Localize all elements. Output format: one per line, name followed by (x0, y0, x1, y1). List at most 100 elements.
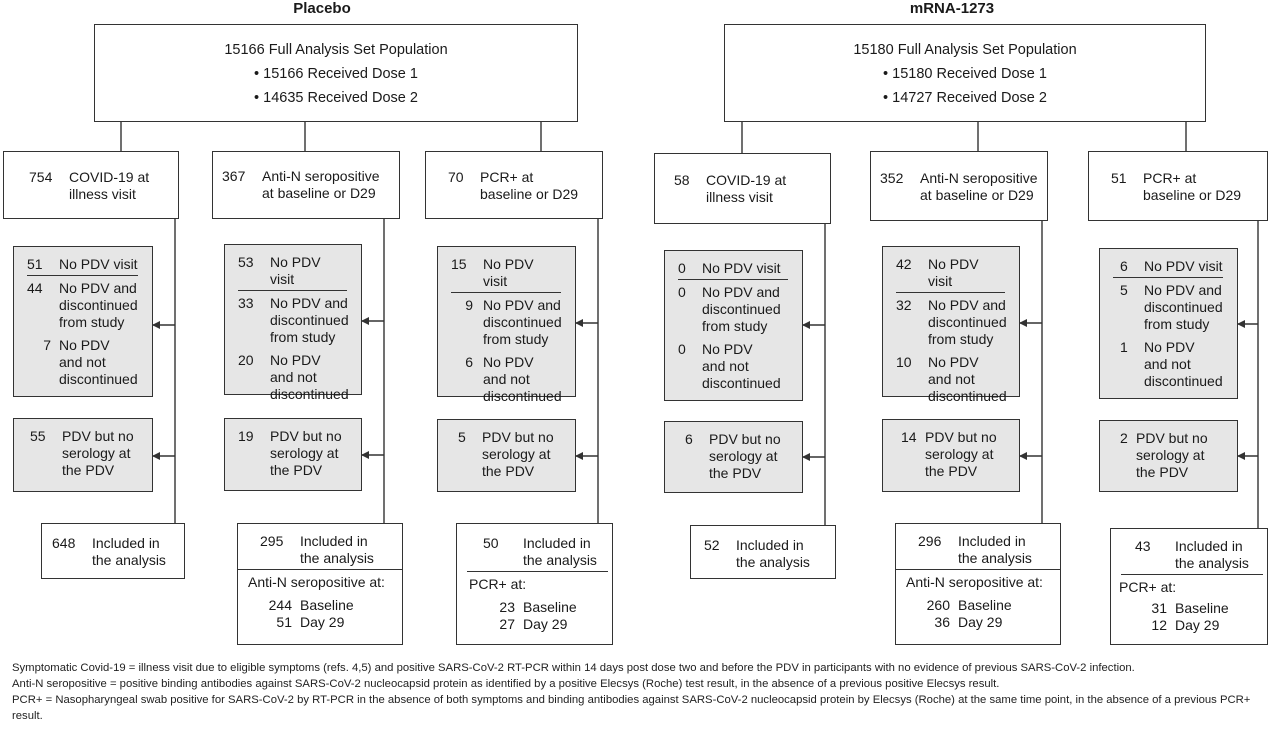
label: No PDV visit (483, 256, 534, 289)
placebo-pcr-no-serology-box: 5 PDV but no serology at the PDV (437, 419, 576, 492)
count: 754 (29, 169, 53, 185)
count: 260 (926, 597, 950, 613)
label: No PDV and discontinued from study (1144, 282, 1223, 332)
label: Baseline (1175, 600, 1229, 616)
label: No PDV and discontinued from study (702, 284, 781, 334)
label: PDV but no serology at the PDV (709, 431, 781, 481)
count: 12 (1151, 617, 1167, 633)
count: 9 (465, 297, 473, 313)
label: No PDV visit (59, 256, 138, 272)
label: Day 29 (958, 614, 1003, 630)
count: 14 (901, 429, 917, 445)
count: 27 (499, 616, 515, 632)
breakdown-title: PCR+ at: (469, 576, 527, 592)
count: 36 (934, 614, 950, 630)
label: No PDV and discontinued from study (483, 297, 562, 347)
count: 0 (678, 341, 686, 357)
label: No PDV and not discontinued (483, 354, 562, 404)
count: 367 (222, 168, 246, 184)
label: Included in the analysis (523, 535, 597, 568)
count: 43 (1135, 538, 1151, 554)
count: 6 (1120, 258, 1128, 274)
footnote-symptomatic-covid: Symptomatic Covid-19 = illness visit due… (12, 662, 1135, 674)
count: 0 (678, 260, 686, 276)
count: 10 (896, 354, 912, 370)
count: 6 (465, 354, 473, 370)
dose2-count: • 14727 Received Dose 2 (883, 90, 1047, 106)
count: 1 (1120, 339, 1128, 355)
label: Baseline (300, 597, 354, 613)
count: 352 (880, 170, 904, 186)
label: No PDV visit (1144, 258, 1223, 274)
mrna-pcr-no-serology-box: 2 PDV but no serology at the PDV (1099, 420, 1238, 492)
label: No PDV visit (928, 256, 979, 289)
connector-lines (120, 122, 1259, 528)
mrna-antin-header-box: 352 Anti-N seropositive at baseline or D2… (870, 151, 1048, 221)
count: 51 (1111, 170, 1127, 186)
count: 19 (238, 428, 254, 444)
label: No PDV and discontinued from study (59, 280, 138, 330)
mrna-population-box: 15180 Full Analysis Set Population • 151… (724, 24, 1206, 122)
label: Included in the analysis (736, 537, 810, 570)
placebo-antin-header-box: 367 Anti-N seropositive at baseline or D2… (212, 151, 400, 219)
label: No PDV and not discontinued (928, 354, 1007, 404)
placebo-population-box: 15166 Full Analysis Set Population • 151… (94, 24, 578, 122)
arm-title-placebo: Placebo (293, 0, 351, 17)
count: 51 (27, 256, 43, 272)
breakdown-title: PCR+ at: (1119, 579, 1177, 595)
breakdown-title: Anti-N seropositive at: (906, 574, 1043, 590)
count: 6 (685, 431, 693, 447)
count: 55 (30, 428, 46, 444)
count: 15 (451, 256, 467, 272)
population-count: 15180 Full Analysis Set Population (853, 42, 1077, 58)
count: 244 (268, 597, 292, 613)
footnotes: Symptomatic Covid-19 = illness visit due… (12, 660, 1272, 724)
label: Day 29 (1175, 617, 1220, 633)
label: Anti-N seropositive at baseline or D29 (920, 170, 1038, 203)
label: Anti-N seropositive at baseline or D29 (262, 168, 380, 201)
label: Baseline (523, 599, 577, 615)
count: 2 (1120, 430, 1128, 446)
count: 296 (918, 533, 942, 549)
mrna-covid-no-serology-box: 6 PDV but no serology at the PDV (664, 421, 803, 493)
count: 31 (1151, 600, 1167, 616)
label: PDV but no serology at the PDV (1136, 430, 1208, 480)
count: 33 (238, 295, 254, 311)
count: 5 (458, 429, 466, 445)
label: No PDV and not discontinued (270, 352, 349, 402)
label: PDV but no serology at the PDV (482, 429, 554, 479)
label: No PDV and not discontinued (702, 341, 781, 391)
count: 42 (896, 256, 912, 272)
placebo-pcr-excluded-box: 15 No PDV visit 9 No PDV and discontinued … (437, 246, 576, 404)
count: 70 (448, 169, 464, 185)
dose1-count: • 15180 Received Dose 1 (883, 66, 1047, 82)
count: 51 (276, 614, 292, 630)
label: No PDV visit (270, 254, 321, 287)
label: Included in the analysis (300, 533, 374, 566)
label: Baseline (958, 597, 1012, 613)
count: 648 (52, 535, 76, 551)
arm-title-mrna-1273: mRNA-1273 (909, 0, 995, 17)
label: No PDV and discontinued from study (270, 295, 349, 345)
count: 32 (896, 297, 912, 313)
count: 44 (27, 280, 43, 296)
count: 20 (238, 352, 254, 368)
label: PCR+ at baseline or D29 (480, 169, 579, 202)
placebo-covid-excluded-box: 51 No PDV visit 44 No PDV and discontinued… (13, 246, 153, 397)
dose2-count: • 14635 Received Dose 2 (254, 90, 418, 106)
count: 58 (674, 172, 690, 188)
footnote-anti-n: Anti-N seropositive = positive binding a… (12, 678, 1000, 690)
